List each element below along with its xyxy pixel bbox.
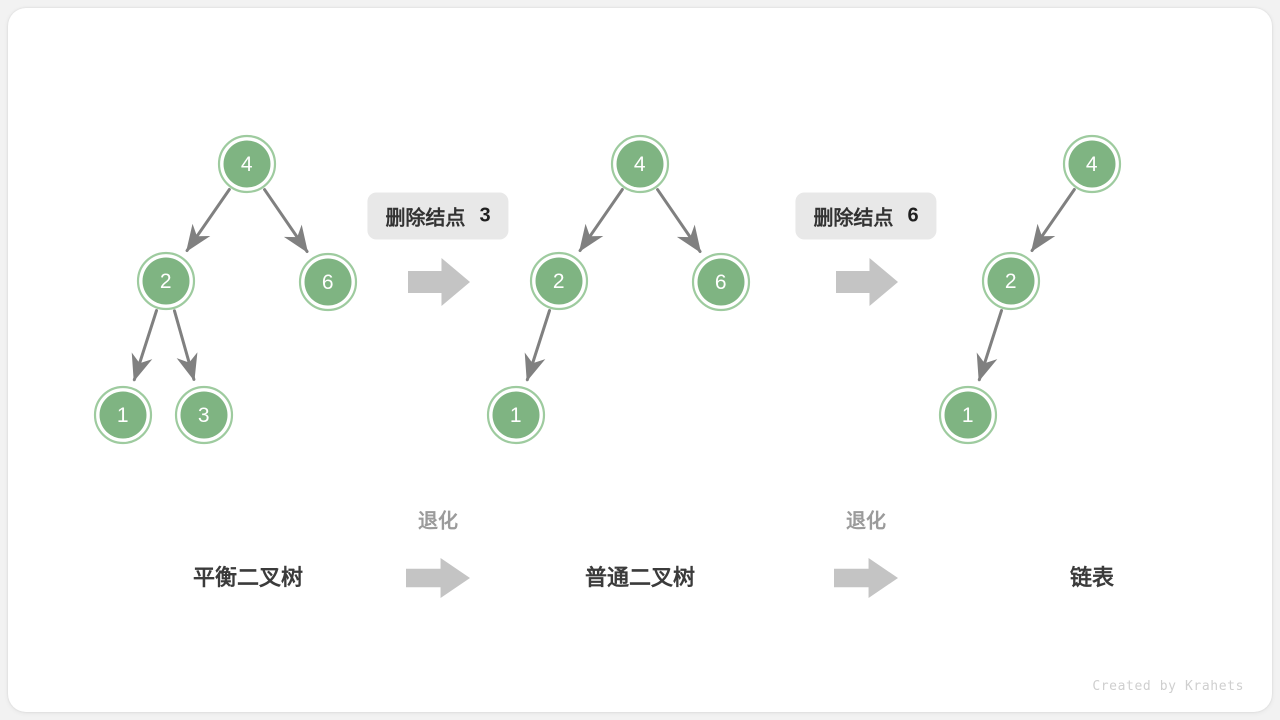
degrade-label: 退化 bbox=[418, 510, 458, 533]
block-arrow-right-icon bbox=[408, 258, 470, 306]
tree-node-circle[interactable] bbox=[223, 140, 271, 188]
tree-node-circle[interactable] bbox=[304, 258, 352, 306]
tree-node-circle[interactable] bbox=[492, 391, 540, 439]
tree-node-ring bbox=[1062, 134, 1122, 194]
tree-edge bbox=[185, 187, 231, 253]
stage-name-stage-1: 平衡二叉树 bbox=[192, 565, 304, 590]
tree-node-ring bbox=[174, 385, 234, 445]
tree-node-ring bbox=[529, 251, 589, 311]
tree-node-ring bbox=[610, 134, 670, 194]
operation-badge-label: 删除结点 bbox=[813, 207, 894, 230]
operation-badge-value: 6 bbox=[907, 204, 919, 227]
tree-node-circle[interactable] bbox=[1068, 140, 1116, 188]
tree-edge bbox=[131, 309, 159, 382]
tree-node-circle[interactable] bbox=[180, 391, 228, 439]
block-arrow-right-icon bbox=[836, 258, 898, 306]
tree-node-ring bbox=[217, 134, 277, 194]
tree-node-circle[interactable] bbox=[142, 257, 190, 305]
stage-name-stage-2: 普通二叉树 bbox=[584, 565, 696, 590]
degrade-label: 退化 bbox=[846, 510, 886, 533]
tree-node-circle[interactable] bbox=[987, 257, 1035, 305]
tree-nodes-group bbox=[93, 134, 1122, 445]
tree-node-ring bbox=[981, 251, 1041, 311]
operation-badge: 删除结点 6 bbox=[795, 192, 937, 240]
stage-name-stage-3: 链表 bbox=[1069, 565, 1115, 590]
tree-node-ring bbox=[938, 385, 998, 445]
tree-edges-group bbox=[131, 187, 1076, 382]
diagram-card bbox=[8, 8, 1272, 712]
tree-node-ring bbox=[486, 385, 546, 445]
operation-badge-value: 3 bbox=[479, 204, 491, 227]
tree-node-ring bbox=[136, 251, 196, 311]
tree-edge bbox=[656, 188, 702, 253]
tree-edge bbox=[1030, 187, 1076, 253]
tree-node-circle[interactable] bbox=[616, 140, 664, 188]
tree-node-circle[interactable] bbox=[99, 391, 147, 439]
block-arrows-group bbox=[406, 258, 898, 598]
operation-badge-label: 删除结点 bbox=[385, 207, 466, 230]
tree-node-ring bbox=[93, 385, 153, 445]
operation-badge: 删除结点 3 bbox=[367, 192, 509, 240]
block-arrow-right-icon bbox=[406, 558, 470, 598]
tree-node-circle[interactable] bbox=[944, 391, 992, 439]
block-arrow-right-icon bbox=[834, 558, 898, 598]
tree-edge bbox=[263, 188, 309, 253]
tree-edge bbox=[976, 309, 1004, 382]
credit-watermark: Created by Krahets bbox=[1092, 679, 1244, 694]
tree-edge bbox=[172, 309, 198, 382]
tree-node-circle[interactable] bbox=[535, 257, 583, 305]
tree-edge bbox=[578, 187, 624, 253]
tree-node-ring bbox=[298, 252, 358, 312]
tree-edge bbox=[524, 309, 552, 382]
tree-node-circle[interactable] bbox=[697, 258, 745, 306]
tree-node-ring bbox=[691, 252, 751, 312]
